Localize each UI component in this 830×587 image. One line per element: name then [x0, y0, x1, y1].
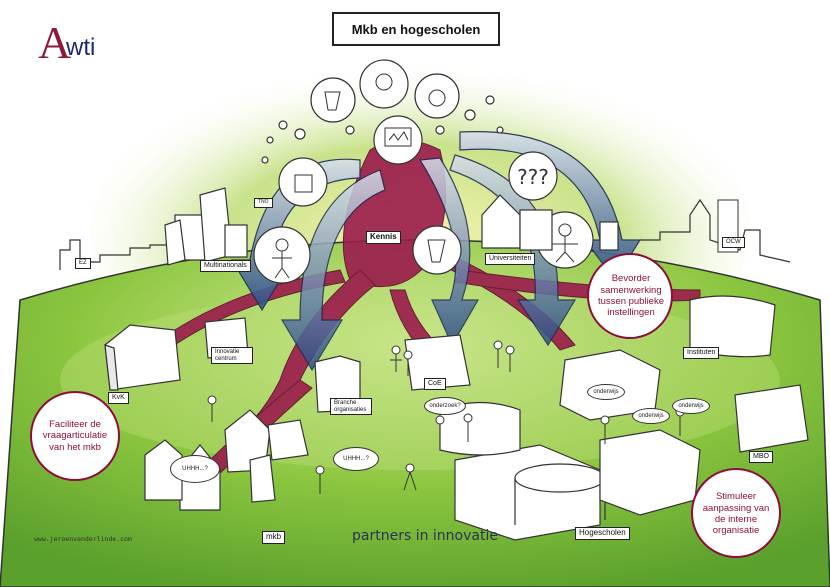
- svg-text:???: ???: [517, 165, 549, 189]
- callout-samenwerking: Bevorder samenwerking tussen publieke in…: [597, 273, 665, 319]
- bubble-icons: ???: [272, 73, 578, 279]
- speech-onderwijs-3: onderwijs: [672, 398, 710, 414]
- buildings: [104, 187, 809, 541]
- artist-credit: www.jeroenvanderlinde.com: [34, 535, 132, 543]
- hogescholen-label: Hogescholen: [575, 527, 630, 540]
- logo-text: wti: [66, 34, 96, 61]
- people: [207, 340, 685, 494]
- universiteiten-label: Universiteiten: [485, 253, 536, 265]
- instituten-label: Instituten: [683, 347, 720, 359]
- ez-label: EZ: [75, 258, 91, 269]
- kennis-label: Kennis: [366, 231, 401, 244]
- speech-uhhh-left: UHHH...?: [170, 455, 220, 483]
- callout-vraagarticulatie: Faciliteer de vraagarticulatie van het m…: [42, 418, 108, 453]
- mkb-label: mkb: [262, 531, 286, 544]
- mbo-label: MBO: [749, 451, 773, 463]
- coe-label: CoE: [424, 378, 446, 390]
- innovatiecentrum-label: Innovatie centrum: [211, 347, 253, 365]
- speech-onderwijs-2: onderwijs: [632, 408, 670, 424]
- page-title: Mkb en hogescholen: [332, 12, 500, 46]
- skyline-right: [640, 198, 791, 263]
- logo-mark: A: [38, 17, 72, 68]
- multinationals-label: Multinationals: [200, 260, 251, 272]
- callout-interne-organisatie: Stimuleer aanpassing van de interne orga…: [702, 491, 770, 537]
- awti-logo: A wti: [38, 20, 118, 80]
- branche-label: Branche organisaties: [330, 398, 372, 416]
- speech-onderwijs-1: onderwijs: [587, 384, 625, 400]
- speech-onderzoek: onderzoek?: [424, 397, 466, 415]
- footer-tagline: partners in innovatie: [352, 528, 498, 544]
- tno-label: TNO: [254, 198, 273, 208]
- speech-uhhh-right: UHHH...?: [333, 447, 379, 471]
- kvk-label: KvK: [108, 392, 129, 404]
- ocw-label: OCW: [722, 237, 745, 248]
